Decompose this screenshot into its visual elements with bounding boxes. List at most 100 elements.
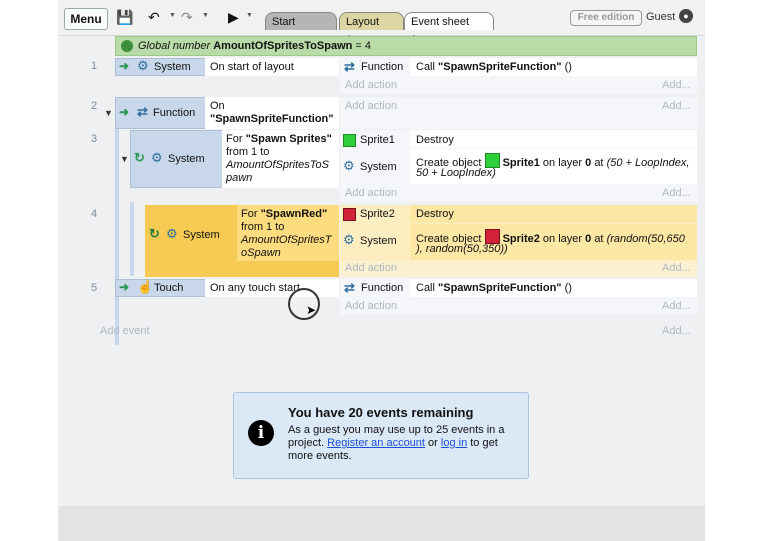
add-link[interactable]: Add... [662, 262, 691, 274]
notice-text: As a guest you may use up to 25 events i… [288, 424, 516, 463]
register-link[interactable]: Register an account [327, 437, 425, 449]
info-icon: i [248, 420, 274, 446]
gear-icon: ⚙ [343, 232, 355, 247]
event-4-add-row [340, 261, 697, 277]
action-line: ), random(50,350)) [416, 243, 508, 255]
cond-name: "SpawnRed" [260, 208, 328, 220]
toolbar: Menu 💾 ↶ ▼ ↷ ▼ ▶ ▼ Start page× Layout 1×… [58, 0, 705, 46]
action-mid: on layer [542, 157, 583, 169]
condition-object: System [154, 61, 191, 73]
add-link[interactable]: Add... [662, 325, 691, 337]
sprite2-icon [343, 208, 356, 221]
action-text[interactable]: Call "SpawnSpriteFunction" () [416, 61, 572, 73]
action-at: at [594, 233, 604, 245]
action-cell[interactable] [410, 130, 697, 148]
add-link[interactable]: Add... [662, 79, 691, 91]
collapse-toggle-icon[interactable]: ▼ [104, 108, 113, 118]
event-number: 2 [91, 100, 98, 112]
tab-event-sheet-1[interactable]: Event sheet 1× [404, 12, 494, 46]
account-icon[interactable]: ● [679, 9, 693, 23]
condition-line[interactable]: "SpawnSpriteFunction" [210, 113, 334, 125]
event-2-actions [340, 97, 697, 129]
condition-line: pawn [226, 172, 253, 184]
action-cell[interactable] [410, 149, 697, 184]
action-expr: (random(50,650 [606, 233, 685, 245]
sprite1-icon [484, 153, 500, 168]
free-edition-badge[interactable]: Free edition [570, 10, 642, 26]
action-object[interactable]: Function [361, 282, 404, 294]
trigger-arrow-icon: ➜ [119, 59, 130, 73]
global-variable-row[interactable]: Global number AmountOfSpritesToSpawn = 4 [115, 36, 697, 56]
condition-line[interactable]: For "SpawnRed" [241, 208, 327, 220]
condition-text[interactable]: On start of layout [210, 61, 294, 73]
construct-editor: Menu 💾 ↶ ▼ ↷ ▼ ▶ ▼ Start page× Layout 1×… [58, 0, 705, 541]
add-link[interactable]: Add... [662, 100, 691, 112]
action-cell[interactable] [410, 205, 697, 223]
sprite2-icon [484, 229, 500, 244]
action-arg: "SpawnSpriteFunction" [438, 61, 562, 73]
action-pre: Call [416, 282, 435, 294]
condition-cell[interactable] [237, 205, 339, 261]
sprite1-icon [343, 134, 356, 147]
action-cell[interactable] [410, 279, 697, 297]
action-line[interactable]: Create object Sprite1 on layer 0 at (50 … [416, 153, 689, 169]
menu-button[interactable]: Menu [64, 8, 108, 30]
play-icon[interactable]: ▶ [228, 9, 239, 25]
add-action-link[interactable]: Add action [345, 187, 397, 199]
action-cell[interactable] [410, 58, 697, 76]
condition-object: System [183, 229, 220, 241]
action-line[interactable]: Create object Sprite2 on layer 0 at (ran… [416, 229, 685, 245]
add-link[interactable]: Add... [662, 300, 691, 312]
condition-line: On [210, 100, 225, 112]
condition-line[interactable]: For "Spawn Sprites" [226, 133, 332, 145]
guest-label[interactable]: Guest [646, 11, 676, 23]
action-post: () [564, 282, 572, 294]
undo-icon[interactable]: ↶ [148, 9, 160, 25]
add-event-link[interactable]: Add event [100, 325, 150, 337]
event-number: 4 [91, 208, 98, 220]
group-indent-bar [115, 129, 119, 345]
action-cell[interactable] [410, 224, 697, 260]
condition-cell[interactable] [205, 58, 339, 76]
add-action-link[interactable]: Add action [345, 262, 397, 274]
action-object[interactable]: Function [361, 61, 404, 73]
globe-icon [121, 40, 133, 52]
condition-cell[interactable] [205, 97, 339, 129]
trigger-arrow-icon: ➜ [119, 105, 130, 119]
tab-start-page[interactable]: Start page× [265, 12, 337, 46]
notice-text-post: to get more events. [288, 437, 498, 462]
cond-pre: For [241, 208, 258, 220]
redo-dropdown-icon[interactable]: ▼ [202, 12, 209, 19]
add-action-link[interactable]: Add action [345, 300, 397, 312]
add-link[interactable]: Add... [662, 187, 691, 199]
action-text[interactable]: Destroy [416, 134, 454, 146]
condition-cell[interactable] [222, 130, 339, 188]
save-icon[interactable]: 💾 [116, 9, 134, 25]
action-pre: Call [416, 61, 435, 73]
condition-text[interactable]: On any touch start [210, 282, 300, 294]
add-action-link[interactable]: Add action [345, 100, 397, 112]
events-remaining-notice: i You have 20 events remaining As a gues… [233, 392, 529, 479]
gear-icon: ⚙ [343, 158, 355, 173]
tab-layout-1[interactable]: Layout 1× [339, 12, 404, 46]
action-sprite: Sprite1 [502, 157, 540, 169]
login-link[interactable]: log in [440, 437, 468, 449]
play-dropdown-icon[interactable]: ▼ [246, 12, 253, 19]
action-text[interactable]: Destroy [416, 208, 454, 220]
action-object[interactable]: Sprite1 [360, 134, 395, 146]
redo-icon[interactable]: ↷ [181, 9, 193, 25]
global-value: = 4 [355, 40, 372, 52]
action-object[interactable]: System [360, 235, 397, 247]
cond-name: "Spawn Sprites" [245, 133, 332, 145]
action-arg: "SpawnSpriteFunction" [438, 282, 562, 294]
add-action-link[interactable]: Add action [345, 79, 397, 91]
undo-dropdown-icon[interactable]: ▼ [169, 12, 176, 19]
action-object[interactable]: Sprite2 [360, 208, 395, 220]
global-prefix: Global number [138, 40, 211, 52]
condition-line: oSpawn [241, 247, 281, 259]
action-text[interactable]: Call "SpawnSpriteFunction" () [416, 282, 572, 294]
notice-title: You have 20 events remaining [288, 405, 474, 420]
collapse-toggle-icon[interactable]: ▼ [120, 154, 129, 164]
gear-icon: ⚙ [137, 58, 149, 73]
action-object[interactable]: System [360, 161, 397, 173]
